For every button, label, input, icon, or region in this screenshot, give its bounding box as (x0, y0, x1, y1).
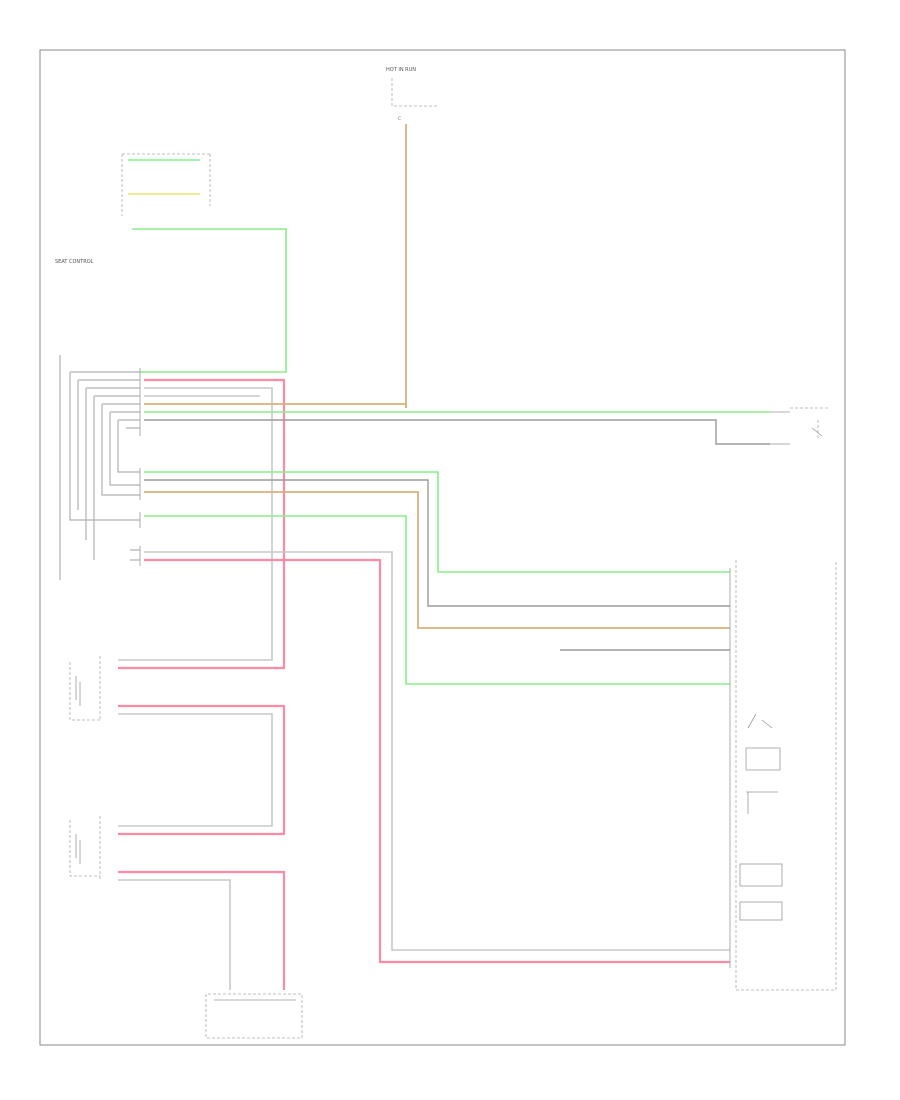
tan-wire (144, 403, 407, 408)
gray-wire (144, 479, 730, 607)
motor-outline (69, 656, 101, 721)
hot-in-run-label: HOT IN RUN (386, 67, 416, 73)
module-switch-symbol (747, 713, 773, 729)
rear-right-motor (69, 816, 286, 990)
motor-symbol (75, 676, 81, 706)
right-connector-switch (770, 411, 823, 445)
module-inner-box (739, 863, 783, 887)
top-left-switch (121, 153, 211, 216)
bundle-line (117, 420, 140, 473)
rear-left-motor (69, 656, 286, 836)
gray-wire (144, 551, 730, 951)
fuse-block-outline (391, 78, 438, 107)
seat-memory-block: SEAT CONTROL (55, 228, 287, 373)
gray-wire-long (144, 419, 770, 445)
fuse-pin: C (398, 116, 401, 122)
right-connector-outline (790, 407, 830, 440)
driver-seat-connector (59, 355, 770, 964)
control-module (560, 560, 837, 991)
green-wire (144, 471, 730, 573)
tan-wire (144, 491, 730, 629)
module-sensor-symbol (746, 791, 778, 814)
bottom-sensor (205, 993, 303, 1039)
bundle-line (101, 404, 140, 496)
ecm-green-wire (132, 228, 287, 373)
diagram-frame (39, 49, 846, 1046)
module-outline (735, 560, 837, 991)
pink-wire (118, 870, 286, 990)
gray-wire (118, 713, 273, 827)
bundle-line (109, 412, 140, 486)
pink-wire (118, 378, 286, 670)
pink-wire (144, 558, 730, 964)
bundle-line (69, 372, 140, 521)
pink-wire (118, 704, 286, 836)
hot-in-run-source: HOT IN RUN C (386, 67, 438, 408)
gray-wire (118, 387, 273, 661)
motor-symbol (75, 834, 81, 864)
ecm-label: SEAT CONTROL (55, 259, 94, 265)
green-wire (144, 515, 730, 685)
module-inner-box (739, 901, 783, 921)
motor-outline (69, 816, 101, 880)
sensor-outline (205, 993, 303, 1039)
switch-outline (121, 153, 211, 216)
module-sensor-symbol (745, 747, 781, 771)
right-connector (770, 407, 830, 445)
gray-wire (118, 879, 231, 990)
